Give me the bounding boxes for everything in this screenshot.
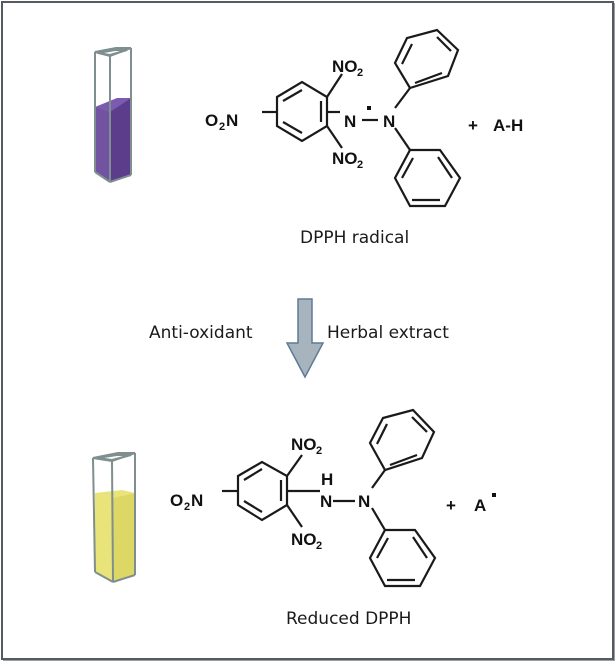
reduced-dpph-structure [222, 408, 437, 588]
radical-nitrogen: N [344, 112, 356, 131]
herbal-extract-label: Herbal extract [327, 323, 449, 343]
plus-sign: + [468, 116, 478, 135]
cuvette-yellow [92, 452, 136, 583]
subscript: 2 [357, 159, 363, 171]
dpph-radical-label: DPPH radical [300, 228, 409, 248]
amine-nitrogen: N [383, 112, 395, 131]
dpph-radical-structure [262, 28, 462, 208]
radical-dot-icon [367, 106, 371, 110]
reduced-dpph-label: Reduced DPPH [286, 609, 411, 629]
antioxidant-reactant: A-H [493, 116, 523, 135]
subscript: 2 [219, 121, 225, 133]
subscript: 2 [184, 501, 190, 513]
amine-nitrogen: N [358, 492, 370, 511]
nitro-left-nitrogen: N [191, 491, 203, 510]
nitro-group-bottom: NO [332, 149, 358, 168]
nitro-left-oxygen: O [205, 111, 218, 130]
nitro-group-bottom: NO [291, 530, 317, 549]
nh-nitrogen: N [320, 492, 332, 511]
hydrogen-atom: H [321, 470, 333, 489]
antioxidant-label: Anti-oxidant [149, 323, 253, 343]
antioxidant-radical-product: A [474, 496, 486, 515]
radical-dot-icon [492, 493, 496, 497]
subscript: 2 [357, 67, 363, 79]
plus-sign: + [446, 496, 456, 515]
cuvette-purple [94, 47, 132, 183]
subscript: 2 [316, 445, 322, 457]
nitro-group-top: NO [332, 57, 358, 76]
down-arrow-icon [285, 298, 325, 379]
subscript: 2 [316, 540, 322, 552]
nitro-left-oxygen: O [170, 491, 183, 510]
nitro-group-top: NO [291, 435, 317, 454]
nitro-left-nitrogen: N [226, 111, 238, 130]
